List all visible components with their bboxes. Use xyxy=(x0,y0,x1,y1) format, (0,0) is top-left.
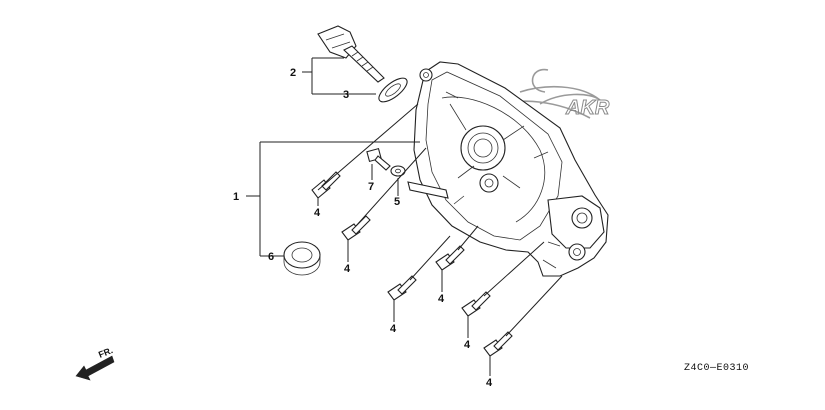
callout-4-a: 4 xyxy=(314,207,321,219)
callout-7: 7 xyxy=(368,181,374,193)
flange-bolt-5 xyxy=(461,291,491,317)
callouts: 1 2 3 6 7 5 4 4 4 4 4 4 xyxy=(233,67,493,389)
callout-4-d: 4 xyxy=(438,293,445,305)
bolt-part-7 xyxy=(366,147,391,171)
callout-4-b: 4 xyxy=(344,263,351,275)
flange-bolt-3 xyxy=(387,275,417,301)
callout-3: 3 xyxy=(343,89,349,101)
oil-filler-cap xyxy=(317,25,385,83)
callout-2: 2 xyxy=(290,67,296,79)
flange-bolt-1 xyxy=(311,171,341,199)
flange-bolt-4 xyxy=(435,245,465,271)
o-ring xyxy=(378,77,408,103)
flange-bolt-6 xyxy=(483,331,513,357)
callout-6: 6 xyxy=(268,251,274,263)
callout-4-f: 4 xyxy=(486,377,493,389)
callout-5: 5 xyxy=(394,196,400,208)
leader-lines xyxy=(246,57,563,376)
callout-4-e: 4 xyxy=(464,339,471,351)
oil-seal xyxy=(283,241,321,276)
callout-4-c: 4 xyxy=(390,323,397,335)
flange-bolt-2 xyxy=(341,215,371,241)
washer-part-5 xyxy=(390,165,406,177)
crankcase-cover xyxy=(407,61,609,277)
diagram-code: Z4C0—E0310 xyxy=(684,363,749,374)
front-direction-arrow: FR. xyxy=(75,345,115,381)
svg-text:AKR: AKR xyxy=(565,97,610,119)
callout-1: 1 xyxy=(233,191,239,203)
